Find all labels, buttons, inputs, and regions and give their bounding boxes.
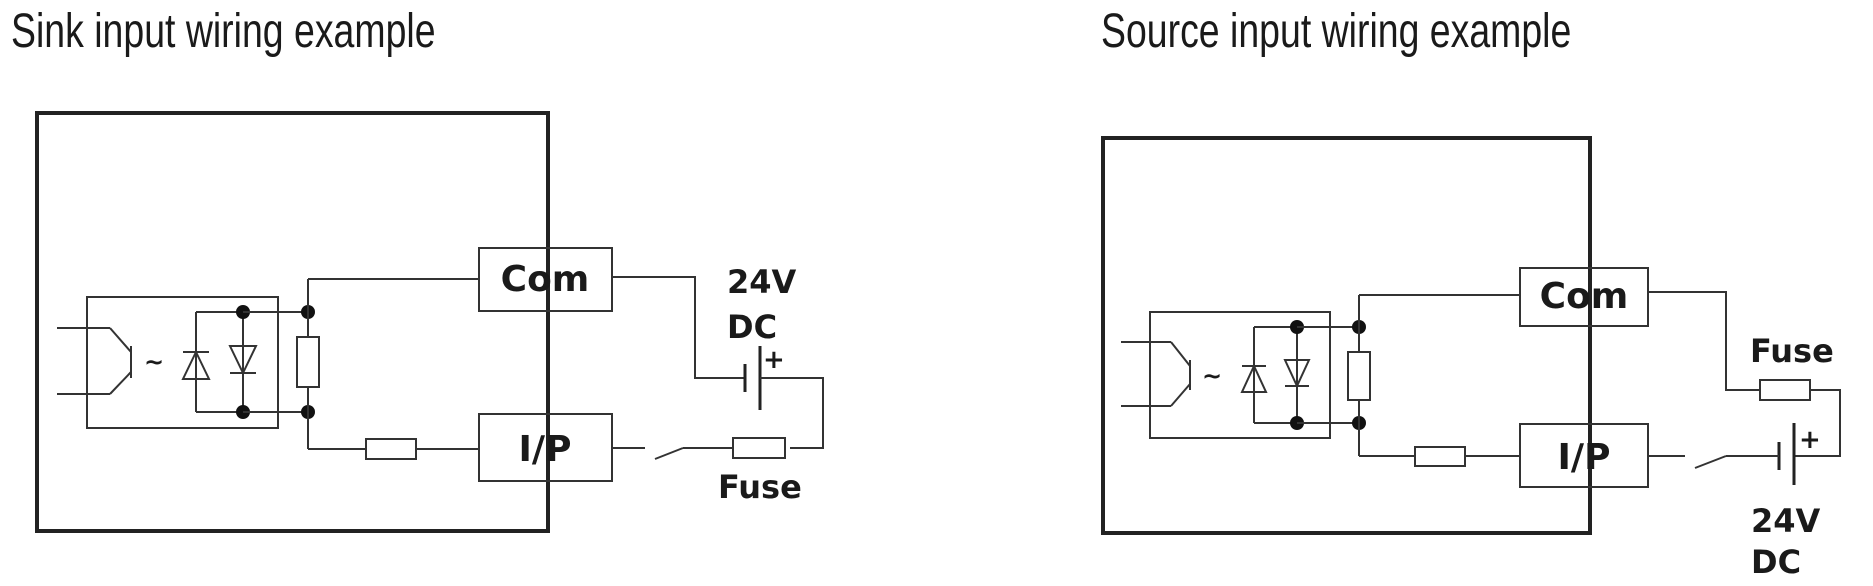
sink-battery-icon [743, 346, 762, 410]
sink-polarity-label: + [763, 345, 785, 375]
source-tilde-symbol: ~ [1202, 362, 1222, 390]
source-input-resistor-icon [1414, 446, 1466, 467]
source-voltage-label: 24V [1751, 502, 1821, 540]
sink-phototransistor-icon [57, 327, 132, 395]
sink-fuse-icon [732, 437, 786, 459]
sink-fuse-label: Fuse [718, 468, 802, 506]
source-com-wire [1648, 291, 1760, 391]
sink-tilde-symbol: ~ [144, 348, 164, 376]
source-supply-wire [1794, 389, 1841, 457]
source-com-label: Com [1540, 276, 1629, 317]
source-plc-module [1101, 136, 1592, 535]
source-battery-icon [1777, 423, 1796, 485]
source-diode-pair-icon [1240, 326, 1311, 424]
source-fuse-label: Fuse [1750, 332, 1834, 370]
source-diagram-title: Source input wiring example [1101, 5, 1572, 58]
sink-com-terminal [478, 247, 613, 312]
sink-voltage-label: 24V [727, 263, 797, 301]
source-ip-label: I/P [1558, 437, 1611, 478]
sink-com-wire [612, 276, 745, 379]
sink-voltage-unit-label: DC [727, 308, 777, 346]
sink-diagram-title: Sink input wiring example [11, 5, 436, 58]
source-switch-icon [1694, 455, 1727, 469]
source-com-terminal [1519, 267, 1649, 327]
sink-supply-wire [760, 377, 824, 449]
sink-plc-module [35, 111, 550, 533]
sink-ip-label: I/P [519, 429, 572, 470]
source-fuse-icon [1759, 379, 1811, 401]
source-phototransistor-icon [1121, 341, 1191, 407]
source-optocoupler-block [1149, 311, 1331, 439]
source-voltage-unit-label: DC [1751, 543, 1801, 581]
sink-internal-resistor-icon [296, 279, 320, 449]
sink-diode-pair-icon [181, 311, 258, 413]
sink-switch-icon [654, 447, 684, 460]
sink-diagram: ~ Com [35, 111, 824, 533]
source-internal-resistor-icon [1347, 295, 1371, 456]
sink-optocoupler-block [86, 296, 279, 429]
sink-input-resistor-icon [365, 438, 417, 460]
source-diagram: ~ Com I/P [1101, 136, 1841, 581]
sink-com-label: Com [501, 259, 590, 300]
source-polarity-label: + [1799, 425, 1821, 455]
